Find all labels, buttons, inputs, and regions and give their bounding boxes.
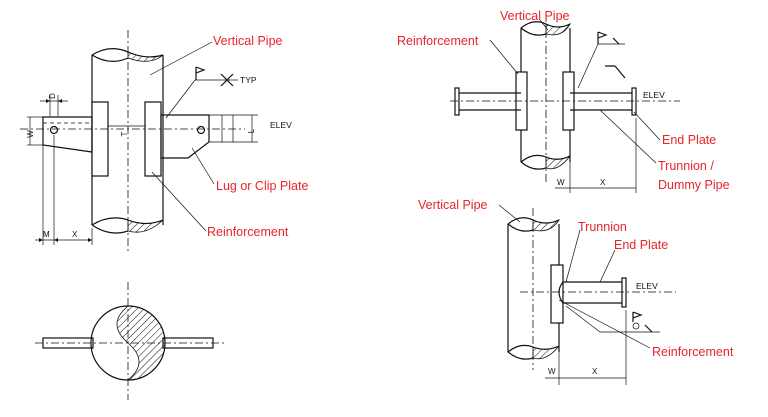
callout-trunnion-line-2: Dummy Pipe xyxy=(658,178,730,192)
callout-end-plate-1: End Plate xyxy=(662,133,716,147)
dim-d: D xyxy=(48,93,57,99)
lug-support-plan-view xyxy=(35,282,225,400)
dim-t: T xyxy=(120,131,129,136)
callout-reinforcement-1: Reinforcement xyxy=(207,225,289,239)
dim-w-2: W xyxy=(557,178,565,187)
callout-reinforcement-3: Reinforcement xyxy=(652,345,734,359)
callout-reinforcement-2: Reinforcement xyxy=(397,34,479,48)
dim-w-3: W xyxy=(548,367,556,376)
trunnion-dummy-pipe-view: ELEV W X Vertical Pipe Reinforcement End… xyxy=(397,9,730,193)
callout-trunnion: Trunnion xyxy=(578,220,627,234)
single-trunnion-view: ELEV W X Vertical Pipe Trunnion End Plat… xyxy=(418,198,734,385)
callout-lug-or-clip-plate: Lug or Clip Plate xyxy=(216,179,308,193)
elev-label-2: ELEV xyxy=(643,90,665,100)
dim-m-1: M xyxy=(43,230,50,239)
lug-support-front-view: D W T L ELEV TYP Vertical Pipe Lug or Cl… xyxy=(20,30,308,252)
callout-vertical-pipe-1: Vertical Pipe xyxy=(213,34,283,48)
elev-label-3: ELEV xyxy=(636,281,658,291)
callout-vertical-pipe-3: Vertical Pipe xyxy=(418,198,488,212)
dim-x-1: X xyxy=(72,230,78,239)
callout-trunnion-line-1: Trunnion / xyxy=(658,159,714,173)
elev-label-1: ELEV xyxy=(270,120,292,130)
callout-end-plate-2: End Plate xyxy=(614,238,668,252)
dim-x-2: X xyxy=(600,178,606,187)
dim-l: L xyxy=(247,128,256,133)
callout-vertical-pipe-2: Vertical Pipe xyxy=(500,9,570,23)
dim-w: W xyxy=(26,130,35,138)
typ-label: TYP xyxy=(240,75,257,85)
dim-x-3: X xyxy=(592,367,598,376)
